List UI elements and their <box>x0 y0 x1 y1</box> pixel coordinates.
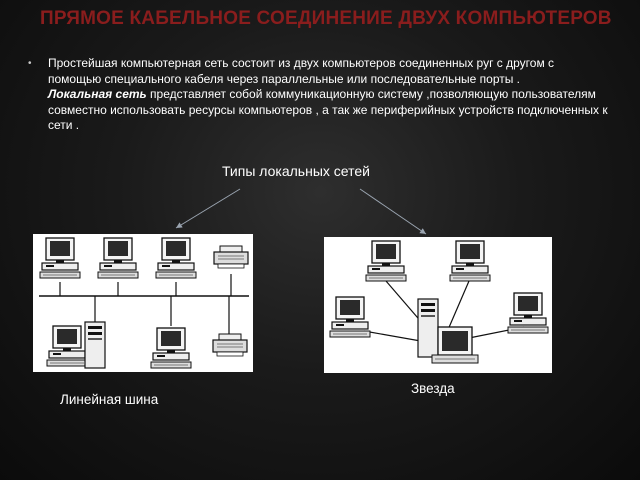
paragraph-two: представляет собой коммуникационную сист… <box>48 87 608 132</box>
bus-topology-figure <box>33 234 253 372</box>
term-local-network: Локальная сеть <box>48 87 147 101</box>
slide-title: ПРЯМОЕ КАБЕЛЬНОЕ СОЕДИНЕНИЕ ДВУХ КОМПЬЮТ… <box>40 8 612 29</box>
types-heading: Типы локальных сетей <box>222 163 370 179</box>
printer-icon <box>212 333 248 357</box>
bus-diagram <box>39 237 249 369</box>
computer-icon <box>97 237 139 279</box>
star-topology-figure <box>324 237 552 373</box>
printer-icon <box>213 245 249 269</box>
computer-icon <box>39 237 81 279</box>
server-tower-icon <box>84 321 106 369</box>
bullet-paragraph: • Простейшая компьютерная сеть состоит и… <box>28 56 608 134</box>
server-tower-icon <box>417 298 439 358</box>
computer-icon <box>507 292 549 334</box>
paragraph-one: Простейшая компьютерная сеть состоит из … <box>48 56 555 86</box>
computer-icon <box>365 240 407 282</box>
bus-caption: Линейная шина <box>60 392 159 407</box>
computer-icon <box>329 296 371 338</box>
computer-icon <box>46 325 88 367</box>
star-diagram <box>329 240 549 364</box>
arrow-to-star <box>359 188 427 235</box>
star-caption: Звезда <box>411 381 455 396</box>
bullet-icon: • <box>28 58 32 69</box>
computer-icon <box>150 327 192 369</box>
description-text: Простейшая компьютерная сеть состоит из … <box>48 56 608 134</box>
computer-icon <box>155 237 197 279</box>
hub-computer-icon <box>431 326 479 364</box>
arrow-to-bus <box>175 188 241 229</box>
computer-icon <box>449 240 491 282</box>
